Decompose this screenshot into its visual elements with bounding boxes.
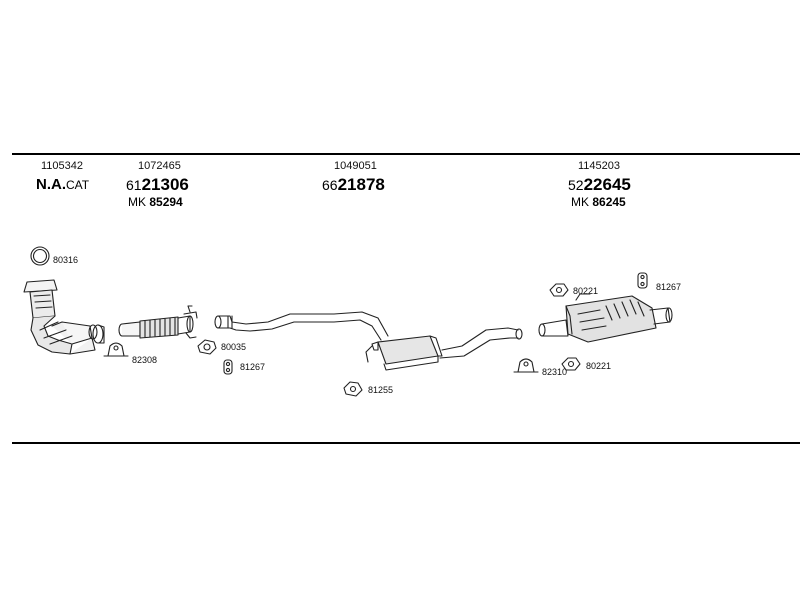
part-label-mount-rear-bottom: 80221: [586, 361, 612, 371]
part-code-front-pipe: 6121306: [126, 176, 189, 194]
rear-clamp-part: [513, 358, 539, 373]
mk-number: 85294: [149, 195, 183, 209]
center-silencer-part: [214, 311, 523, 371]
bottom-divider: [12, 442, 800, 444]
ring-gasket-part: [30, 246, 50, 266]
code-prefix: 52: [568, 177, 584, 193]
mk-prefix: MK: [571, 195, 589, 209]
ref-number-front: 1105342: [41, 160, 84, 172]
clamp-part: [103, 342, 129, 357]
rear-hanger-part: [637, 272, 648, 289]
na-cat-label: N.A.CAT: [36, 176, 89, 194]
code-prefix: 61: [126, 177, 142, 193]
ref-number-center: 1049051: [334, 160, 377, 172]
gasket-part: [197, 339, 217, 355]
mk-number: 86245: [592, 195, 626, 209]
part-label-mount-rear-top: 80221: [573, 286, 599, 296]
ref-number-front-pipe: 1072465: [138, 160, 181, 172]
part-label-hanger-rear-top: 81267: [656, 282, 682, 292]
mk-number-rear: MK 86245: [571, 195, 626, 209]
center-mount-part: [343, 381, 363, 397]
na-label: N.A.: [36, 176, 66, 193]
part-label-clamp-front: 82308: [132, 355, 158, 365]
code-prefix: 66: [322, 177, 338, 193]
top-divider: [12, 153, 800, 155]
rear-mount-bottom-part: [561, 357, 581, 371]
part-label-hanger-front: 81267: [240, 362, 266, 372]
cat-label: CAT: [66, 178, 90, 192]
catalytic-converter-part: [23, 279, 105, 355]
part-label-mount-center: 81255: [368, 385, 394, 395]
part-code-rear: 5222645: [568, 176, 631, 194]
rear-mount-top-part: [549, 283, 569, 297]
part-label-ring-gasket: 80316: [53, 255, 79, 265]
part-code-center: 6621878: [322, 176, 385, 194]
code-main: 22645: [583, 175, 631, 194]
part-label-clamp-rear: 82310: [542, 367, 568, 377]
hanger-front-part: [223, 359, 233, 375]
front-pipe-part: [118, 305, 198, 339]
code-main: 21878: [337, 175, 385, 194]
mk-number-front-pipe: MK 85294: [128, 195, 183, 209]
mk-prefix: MK: [128, 195, 146, 209]
rear-silencer-part: [538, 293, 673, 343]
ref-number-rear: 1145203: [578, 160, 621, 172]
code-main: 21306: [141, 175, 189, 194]
part-label-gasket-front: 80035: [221, 342, 247, 352]
